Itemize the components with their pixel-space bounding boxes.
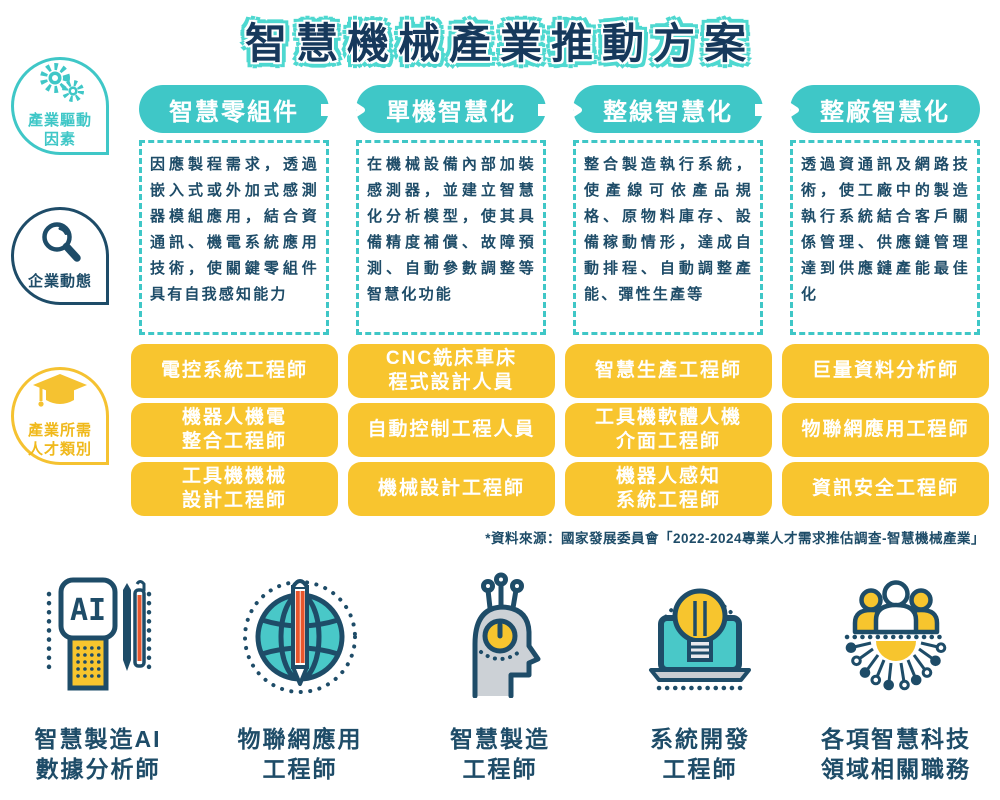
page-title: 智慧機械產業推動方案 bbox=[244, 20, 755, 67]
smart-head-icon bbox=[425, 560, 575, 710]
stage-description: 因應製程需求，透過嵌入式或外加式感測器模組應用，結合資通訊、機電系統應用技術，使… bbox=[139, 140, 329, 335]
stage-smart-components: 智慧零組件 因應製程需求，透過嵌入式或外加式感測器模組應用，結合資通訊、機電系統… bbox=[131, 85, 338, 516]
role-ai-data-analyst: AI 智慧製造AI 數據分析師 bbox=[0, 560, 198, 785]
stage-header: 整廠智慧化 bbox=[790, 85, 980, 133]
stage-single-machine: 單機智慧化 在機械設備內部加裝感測器，並建立智慧化分析模型，使其具備精度補償、故… bbox=[348, 85, 555, 516]
role-label: 智慧製造 工程師 bbox=[450, 726, 550, 783]
job-box: CNC銑床車床 程式設計人員 bbox=[348, 344, 555, 398]
svg-text:AI: AI bbox=[70, 593, 106, 628]
globe-pencil-icon bbox=[225, 560, 375, 710]
job-box: 工具機機械 設計工程師 bbox=[131, 462, 338, 516]
graduation-cap-icon bbox=[31, 373, 89, 418]
gears-icon bbox=[36, 62, 84, 108]
stage-header: 智慧零組件 bbox=[139, 85, 329, 133]
role-label: 各項智慧科技 領域相關職務 bbox=[821, 726, 971, 783]
source-note: *資料來源：國家發展委員會「2022-2024專業人才需求推估調查-智慧機械產業… bbox=[485, 531, 985, 546]
stage-header: 整線智慧化 bbox=[573, 85, 763, 133]
job-box: 電控系統工程師 bbox=[131, 344, 338, 398]
badge-industry-drivers: 產業驅動 因素 bbox=[11, 57, 109, 155]
people-network-icon bbox=[821, 560, 971, 710]
badge-label: 產業驅動 因素 bbox=[27, 111, 92, 149]
stage-description: 整合製造執行系統，使產線可依產品規格、原物料庫存、設備稼動情形，達成自動排程、自… bbox=[573, 140, 763, 335]
arrow-right-icon bbox=[537, 91, 583, 134]
stage-production-line: 整線智慧化 整合製造執行系統，使產線可依產品規格、原物料庫存、設備稼動情形，達成… bbox=[565, 85, 772, 516]
badge-talent-categories: 產業所需 人才類別 bbox=[11, 367, 109, 465]
badge-label: 產業所需 人才類別 bbox=[27, 421, 92, 459]
role-system-developer: 系統開發 工程師 bbox=[600, 560, 800, 785]
stage-whole-factory: 整廠智慧化 透過資通訊及網路技術，使工廠中的製造執行系統結合客戶關係管理、供應鏈… bbox=[782, 85, 989, 516]
role-smart-tech-related-jobs: 各項智慧科技 領域相關職務 bbox=[796, 560, 996, 785]
job-box: 智慧生產工程師 bbox=[565, 344, 772, 398]
ai-calculator-icon: AI bbox=[23, 560, 173, 710]
arrow-right-icon bbox=[754, 91, 800, 134]
job-box: 機器人感知 系統工程師 bbox=[565, 462, 772, 516]
role-label: 智慧製造AI 數據分析師 bbox=[34, 726, 162, 783]
job-box: 機器人機電 整合工程師 bbox=[131, 403, 338, 457]
role-smart-manufacturing-engineer: 智慧製造 工程師 bbox=[400, 560, 600, 785]
badge-enterprise-trends: 企業動態 bbox=[11, 207, 109, 305]
badge-label: 企業動態 bbox=[27, 273, 92, 291]
role-label: 系統開發 工程師 bbox=[650, 726, 750, 783]
laptop-bulb-icon bbox=[625, 560, 775, 710]
stage-description: 在機械設備內部加裝感測器，並建立智慧化分析模型，使其具備精度補償、故障預測、自動… bbox=[356, 140, 546, 335]
arrow-right-icon bbox=[320, 91, 366, 134]
job-box: 工具機軟體人機 介面工程師 bbox=[565, 403, 772, 457]
job-box: 機械設計工程師 bbox=[348, 462, 555, 516]
stage-header: 單機智慧化 bbox=[356, 85, 546, 133]
role-label: 物聯網應用 工程師 bbox=[237, 726, 363, 783]
role-iot-engineer: 物聯網應用 工程師 bbox=[200, 560, 400, 785]
magnifier-icon bbox=[37, 220, 83, 269]
stage-description: 透過資通訊及網路技術，使工廠中的製造執行系統結合客戶關係管理、供應鏈管理達到供應… bbox=[790, 140, 980, 335]
job-box: 巨量資料分析師 bbox=[782, 344, 989, 398]
job-box: 物聯網應用工程師 bbox=[782, 403, 989, 457]
job-box: 自動控制工程人員 bbox=[348, 403, 555, 457]
job-box: 資訊安全工程師 bbox=[782, 462, 989, 516]
